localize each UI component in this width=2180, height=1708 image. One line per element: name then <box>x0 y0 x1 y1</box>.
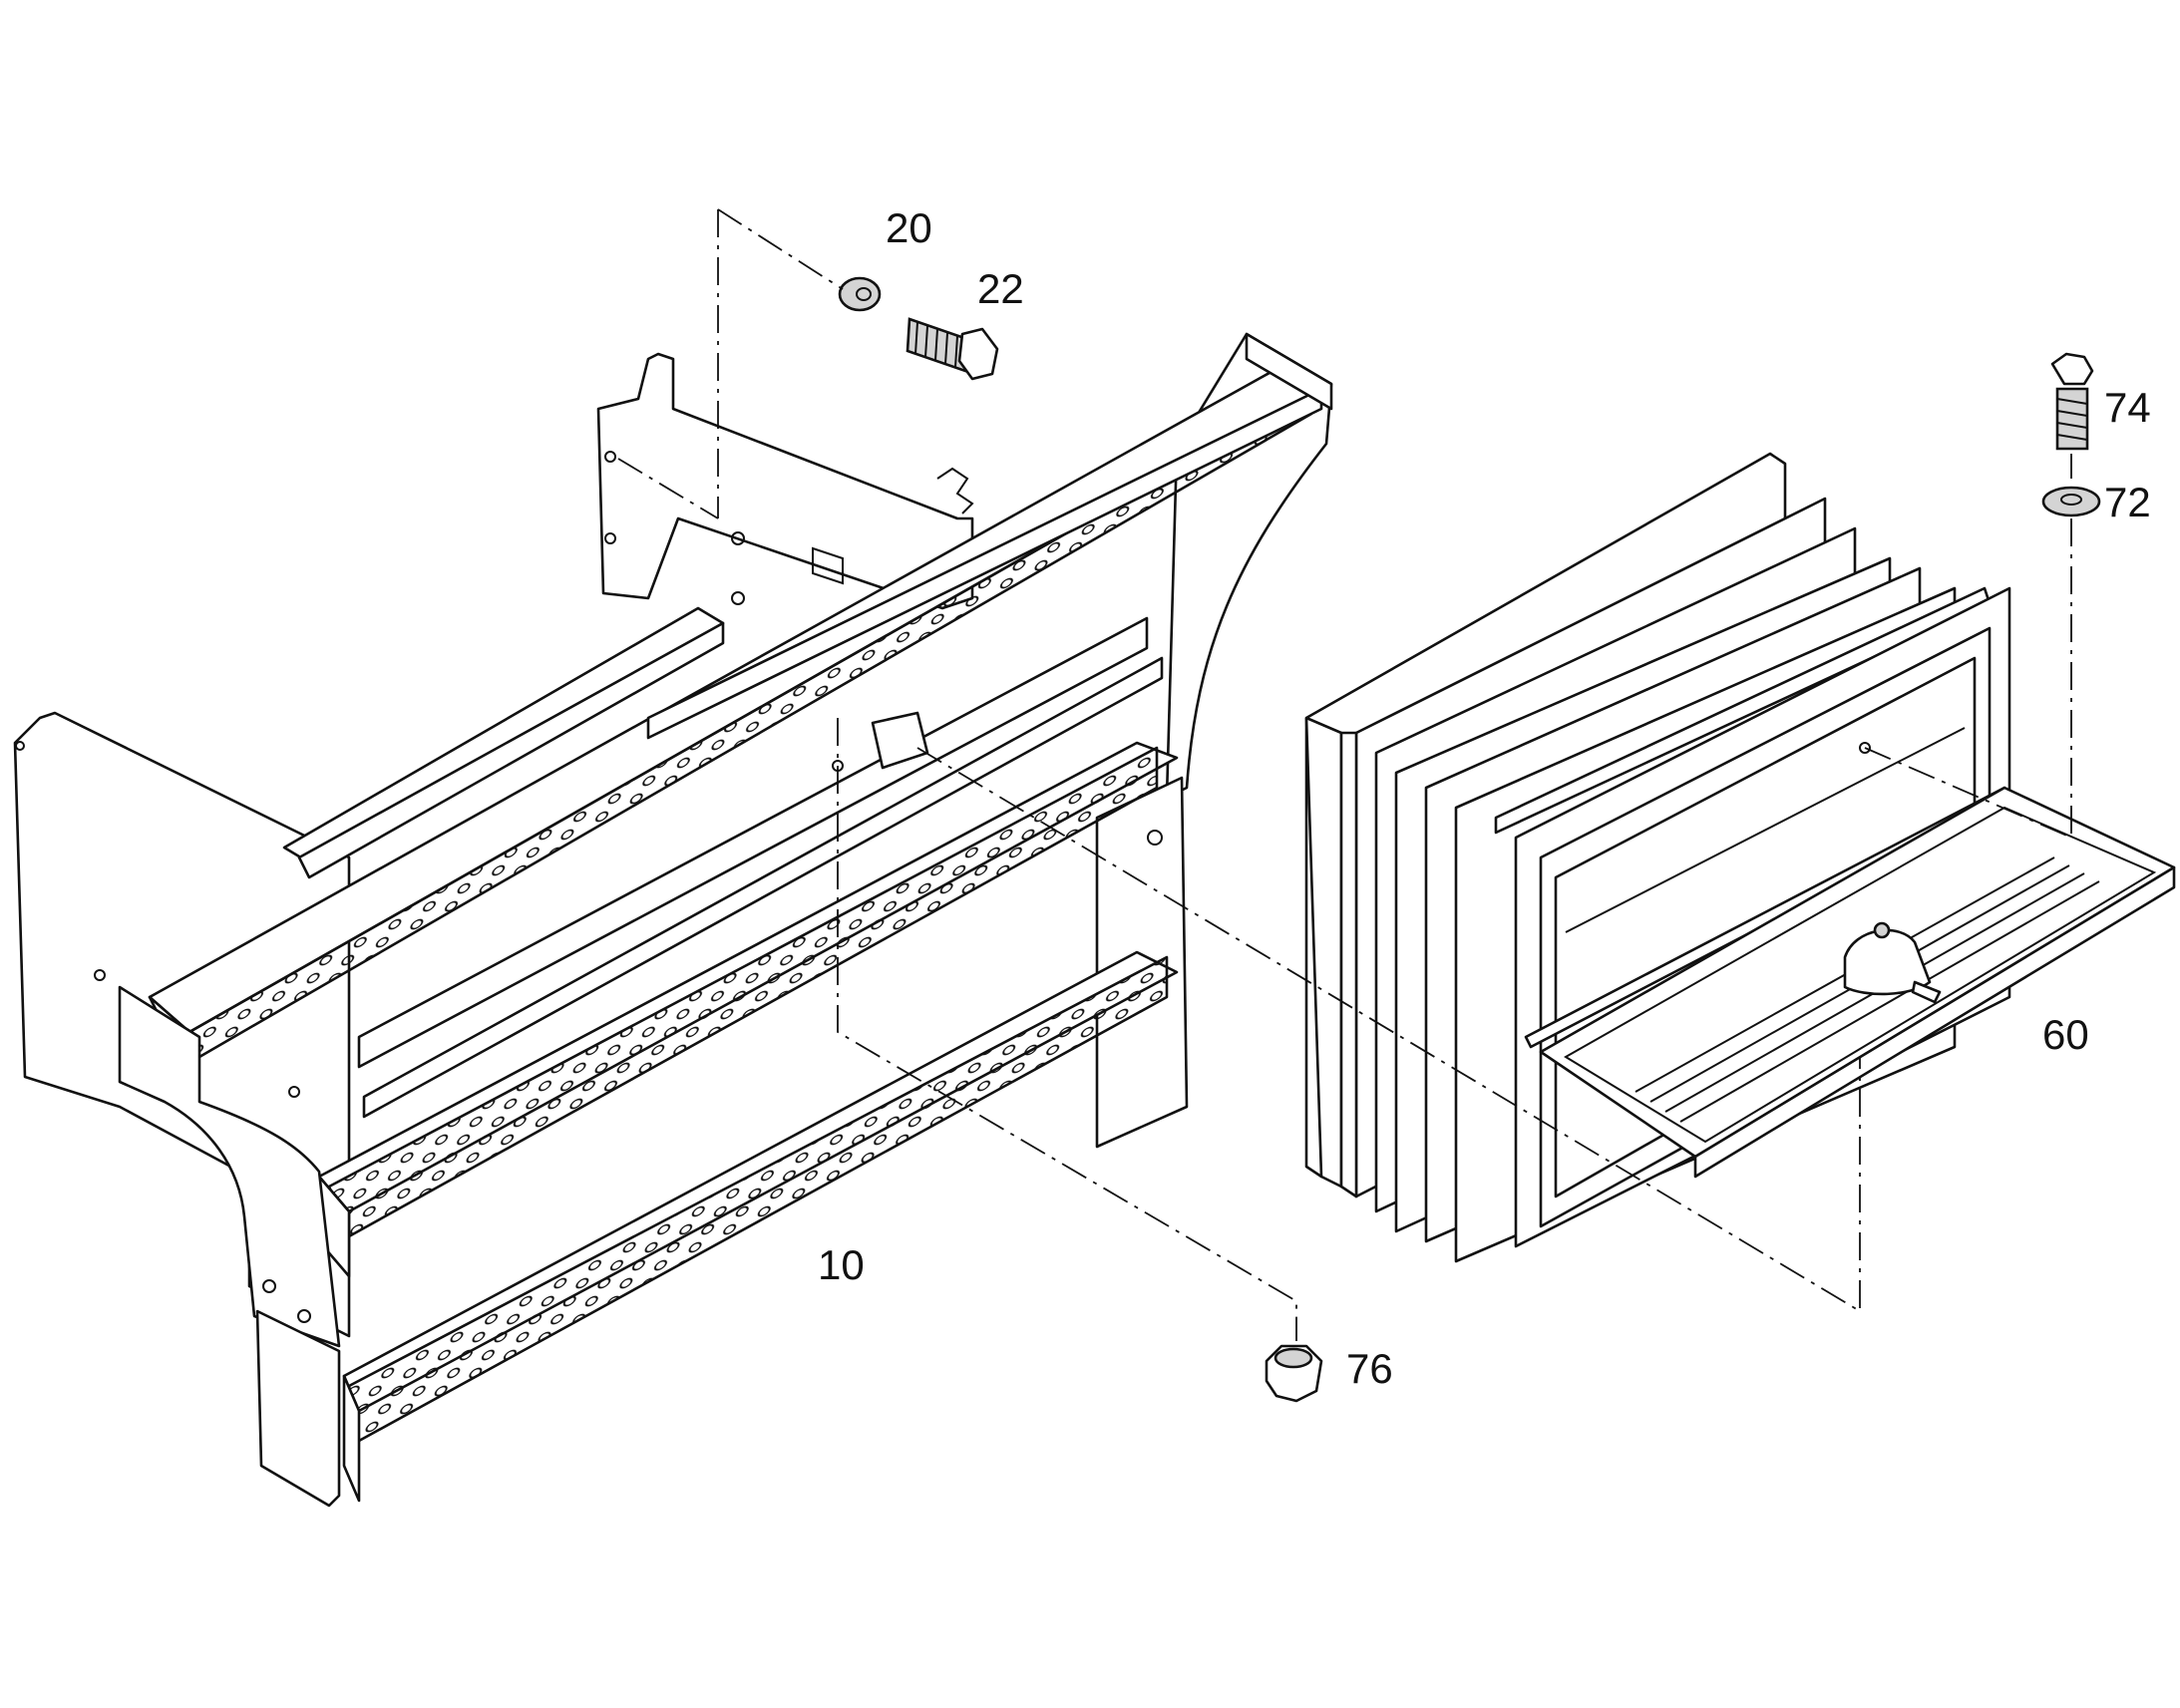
step-assembly <box>13 332 1333 1508</box>
tool-box <box>1304 452 2176 1263</box>
nut-76 <box>1265 1344 1323 1403</box>
callout-72: 72 <box>2104 479 2151 525</box>
callout-60: 60 <box>2042 1011 2089 1058</box>
assembly-lines <box>617 208 2072 1341</box>
callout-20: 20 <box>886 204 932 251</box>
callout-76: 76 <box>1346 1345 1393 1392</box>
callout-10: 10 <box>818 1241 865 1288</box>
washer-20 <box>838 276 882 312</box>
washer-72 <box>2041 486 2101 517</box>
bolt-22 <box>906 317 999 381</box>
callout-74: 74 <box>2104 384 2151 431</box>
bolt-74 <box>2050 352 2094 451</box>
callout-22: 22 <box>977 265 1024 312</box>
